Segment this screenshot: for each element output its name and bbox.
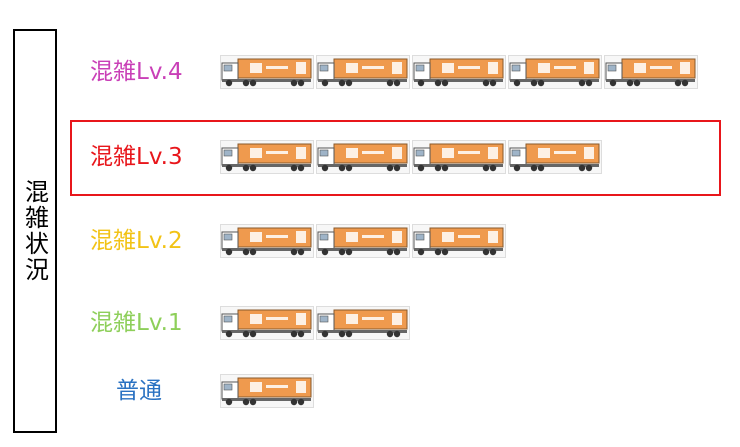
truck-icon [412,55,506,89]
truck-icon [316,224,410,258]
congestion-status-label: 混雑状況 [20,179,49,283]
truck-icon [220,306,314,340]
level-label-2: 混雑Lv.2 [90,228,183,254]
truck-icon [316,140,410,174]
truck-icon [508,55,602,89]
level-label-4: 普通 [116,378,162,404]
level-label-3: 混雑Lv.1 [90,310,183,336]
truck-icon [412,224,506,258]
current-level-highlight [70,120,721,196]
truck-icon [316,55,410,89]
truck-icon [316,306,410,340]
truck-icon [220,140,314,174]
truck-icon [604,55,698,89]
truck-icon [220,224,314,258]
level-label-0: 混雑Lv.4 [90,59,183,85]
truck-icon [220,55,314,89]
congestion-status-box: 混雑状況 [13,29,57,433]
truck-icon [412,140,506,174]
level-label-1: 混雑Lv.3 [90,144,183,170]
truck-icon [508,140,602,174]
truck-icon [220,374,314,408]
